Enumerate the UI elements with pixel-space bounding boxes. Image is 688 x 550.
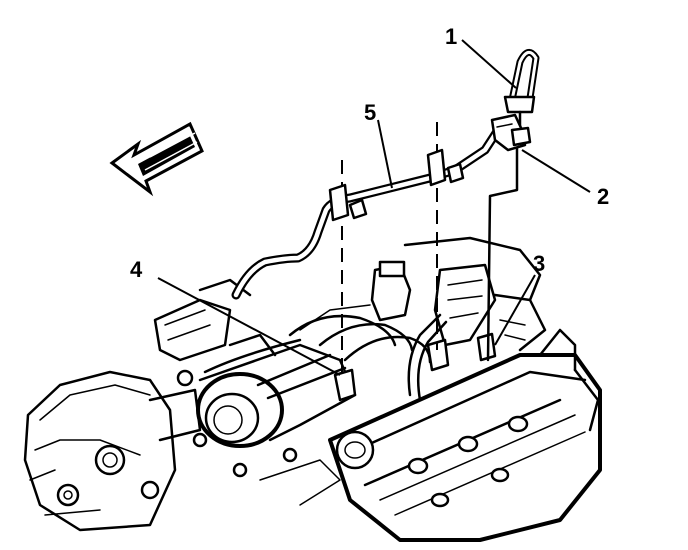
tube-bracket (490, 113, 532, 152)
callout-5: 5 (364, 100, 376, 125)
dipstick-handle (503, 48, 540, 132)
engine-block (23, 236, 602, 542)
front-direction-arrow-icon (109, 121, 204, 197)
dipstick-lower-tube (407, 146, 519, 402)
dipstick-tube (231, 125, 503, 300)
callout-1: 1 (445, 24, 457, 49)
callout-2: 2 (597, 184, 609, 209)
alignment-lines (341, 122, 438, 380)
callout-3: 3 (533, 251, 545, 276)
callout-4: 4 (130, 257, 143, 282)
leader-lines (157, 39, 591, 376)
